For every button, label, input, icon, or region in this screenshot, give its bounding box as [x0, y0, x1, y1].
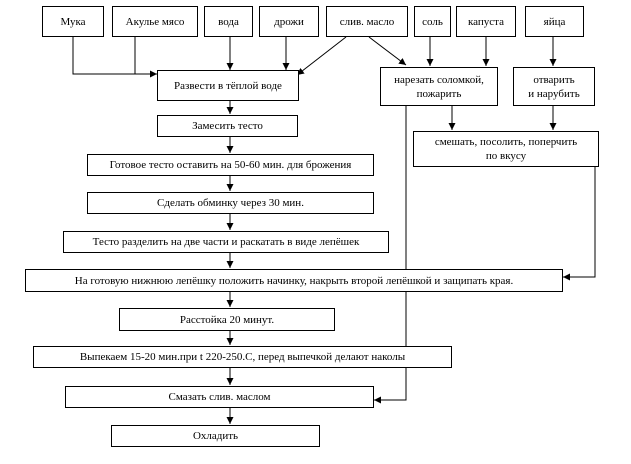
step-knead-label: Замесить тесто — [192, 120, 263, 132]
step-divide-label: Тесто разделить на две части и раскатать… — [92, 236, 360, 248]
ingredient-yeast-label: дрожи — [274, 15, 304, 28]
step-proof-label: Расстойка 20 минут. — [179, 313, 275, 326]
ingredient-flour-label: Мука — [60, 15, 86, 28]
ingredient-eggs: яйца — [525, 6, 584, 37]
ingredient-cabbage: капуста — [456, 6, 516, 37]
step-punch-down-label: Сделать обминку через 30 мин. — [157, 197, 304, 209]
step-grease-label: Смазать слив. маслом — [168, 391, 271, 403]
step-assemble: На готовую нижнюю лепёшку положить начин… — [25, 269, 563, 292]
step-bake: Выпекаем 15-20 мин.при t 220-250.С, пере… — [33, 346, 452, 368]
ingredient-flour: Мука — [42, 6, 104, 37]
ingredient-yeast: дрожи — [259, 6, 319, 37]
step-bake-label: Выпекаем 15-20 мин.при t 220-250.С, пере… — [79, 351, 406, 363]
step-grease: Смазать слив. маслом — [65, 386, 374, 408]
ingredient-water-label: вода — [218, 15, 239, 28]
step-knead: Замесить тесто — [157, 115, 298, 137]
step-boil-eggs: отварить и нарубить — [513, 67, 595, 106]
step-divide: Тесто разделить на две части и раскатать… — [63, 231, 389, 253]
arrow-butter-to-cabbage — [368, 36, 407, 66]
step-assemble-label: На готовую нижнюю лепёшку положить начин… — [74, 274, 514, 287]
step-mix-filling: смешать, посолить, поперчить по вкусу — [413, 131, 599, 167]
ingredient-cabbage-label: капуста — [467, 15, 504, 28]
ingredient-shark-meat: Акулье мясо — [112, 6, 198, 37]
step-cut-cabbage-label: нарезать соломкой, пожарить — [394, 73, 484, 100]
ingredient-water: вода — [204, 6, 253, 37]
arrow-flour-to-dissolve — [72, 37, 157, 78]
step-cut-cabbage: нарезать соломкой, пожарить — [380, 67, 498, 106]
step-dissolve: Развести в тёплой воде — [157, 70, 299, 101]
step-boil-eggs-label: отварить и нарубить — [528, 73, 580, 100]
step-ferment-label: Готовое тесто оставить на 50-60 мин. для… — [109, 159, 352, 171]
ingredient-salt: соль — [414, 6, 451, 37]
step-cool-label: Охладить — [192, 430, 239, 442]
ingredient-meat-label: Акулье мясо — [125, 15, 185, 28]
step-punch-down: Сделать обминку через 30 мин. — [87, 192, 374, 214]
ingredient-salt-label: соль — [422, 15, 443, 28]
arrow-cabbage-to-grease — [374, 106, 407, 404]
step-cool: Охладить — [111, 425, 320, 447]
step-mix-filling-label: смешать, посолить, поперчить по вкусу — [434, 136, 578, 162]
arrow-mix-to-assemble — [563, 167, 596, 281]
step-ferment: Готовое тесто оставить на 50-60 мин. для… — [87, 154, 374, 176]
ingredient-butter: слив. масло — [326, 6, 408, 37]
step-dissolve-label: Развести в тёплой воде — [174, 79, 282, 92]
ingredient-eggs-label: яйца — [543, 15, 566, 28]
step-proof: Расстойка 20 минут. — [119, 308, 335, 331]
arrow-butter-to-dissolve — [296, 36, 347, 76]
ingredient-butter-label: слив. масло — [339, 15, 395, 28]
